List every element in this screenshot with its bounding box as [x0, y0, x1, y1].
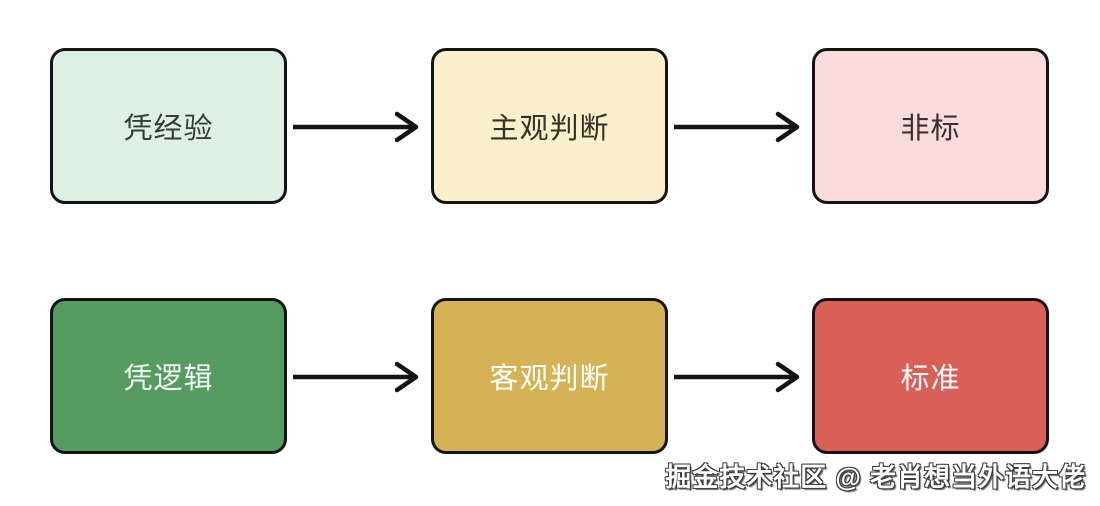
node-by-logic: 凭逻辑: [50, 298, 287, 454]
watermark: 掘金技术社区 @ 老肖想当外语大佬: [665, 462, 1086, 492]
arrow-right-icon: [672, 109, 810, 145]
node-label: 凭经验: [123, 113, 214, 145]
arrow-right-icon: [672, 359, 810, 395]
node-label: 客观判断: [489, 363, 610, 395]
node-by-experience: 凭经验: [50, 48, 287, 204]
node-non-standard: 非标: [812, 48, 1049, 204]
node-objective-judgment: 客观判断: [431, 298, 668, 454]
arrow-right-icon: [291, 359, 429, 395]
node-label: 主观判断: [489, 113, 610, 145]
node-label: 标准: [900, 363, 961, 395]
node-label: 非标: [900, 113, 961, 145]
node-label: 凭逻辑: [123, 363, 214, 395]
node-subjective-judgment: 主观判断: [431, 48, 668, 204]
arrow-right-icon: [291, 109, 429, 145]
node-standard: 标准: [812, 298, 1049, 454]
